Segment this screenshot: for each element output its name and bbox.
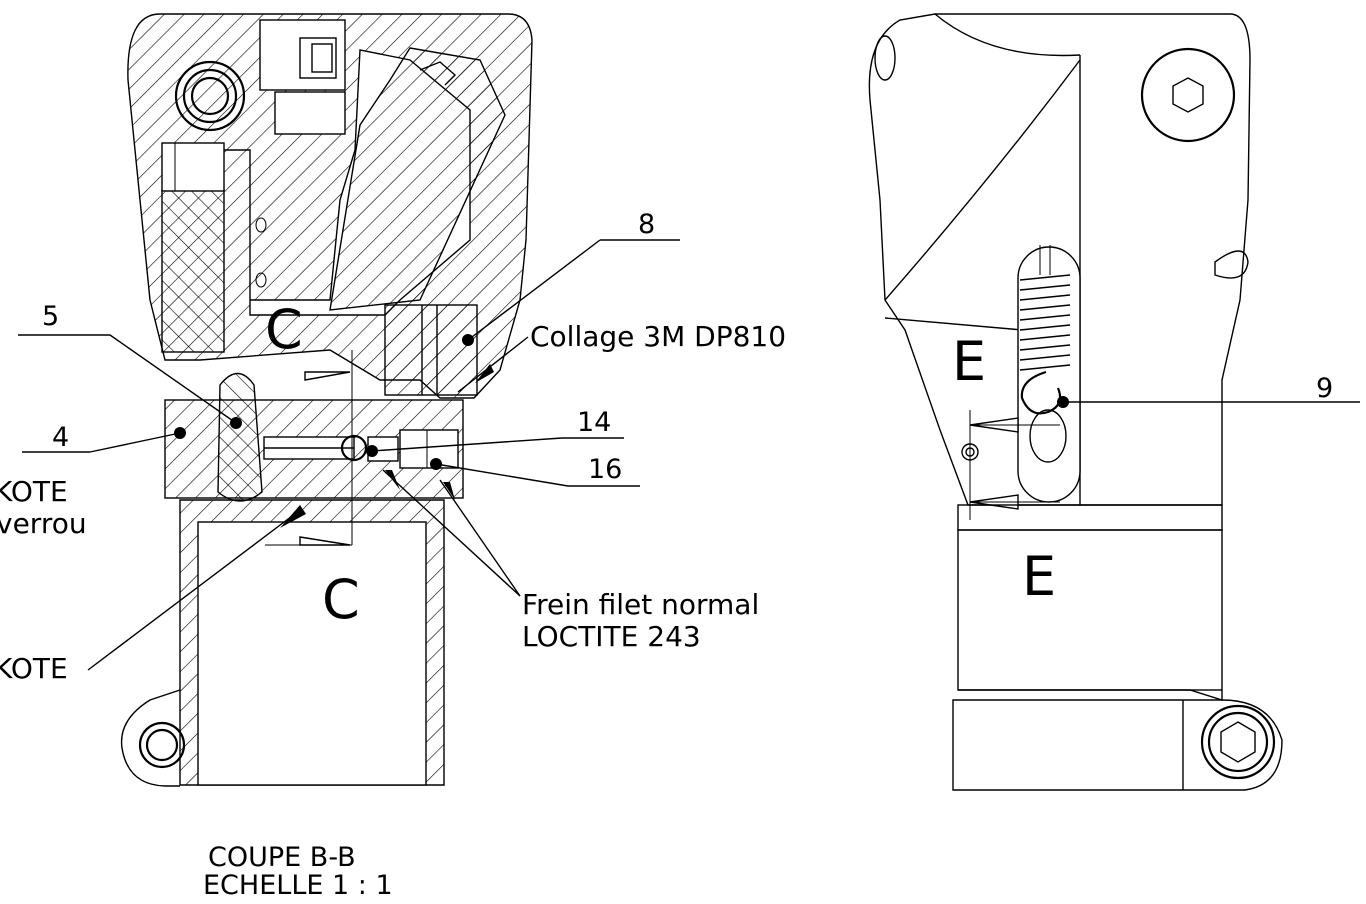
side-view: E E 9 — [868, 13, 1360, 791]
callout-9: 9 — [1316, 373, 1333, 404]
section-view-b-b: C C 5 — [0, 13, 786, 901]
side-lower-body — [957, 504, 1223, 531]
side-section-letter-lower: E — [1022, 545, 1056, 608]
callout-8: 8 — [638, 209, 655, 240]
callout-4: 4 — [52, 422, 69, 453]
latch-pawl — [329, 47, 506, 311]
note-collage: Collage 3M DP810 — [530, 320, 786, 353]
top-screw-head — [174, 60, 246, 132]
side-hex-screw — [1140, 47, 1236, 143]
insert-block-8 — [384, 304, 478, 396]
side-foot — [952, 699, 1283, 791]
lock-block — [161, 189, 225, 353]
view-title: COUPE B-B — [208, 842, 356, 873]
bolt-5 — [217, 372, 263, 502]
note-frein-line2: LOCTITE 243 — [522, 620, 701, 653]
note-frein-line1: Frein filet normal — [522, 588, 759, 621]
side-foot-screw — [1200, 704, 1276, 780]
section-letter-lower: C — [322, 568, 360, 631]
callout-16: 16 — [588, 454, 622, 485]
side-section-letter-upper: E — [952, 330, 986, 393]
lock-block-head — [161, 142, 225, 192]
callout-14: 14 — [577, 407, 611, 438]
section-letter-upper: C — [265, 298, 303, 361]
note-kote-verrou-line2: verrou — [0, 507, 87, 540]
spring-slot — [1017, 246, 1081, 503]
note-kote-bottom: KOTE — [0, 652, 68, 685]
lower-tube-cavity — [197, 521, 427, 786]
bottom-lug — [120, 689, 181, 787]
view-scale: ECHELLE 1 : 1 — [203, 870, 393, 899]
note-kote-verrou-line1: KOTE — [0, 475, 68, 508]
callout-5: 5 — [42, 301, 59, 332]
